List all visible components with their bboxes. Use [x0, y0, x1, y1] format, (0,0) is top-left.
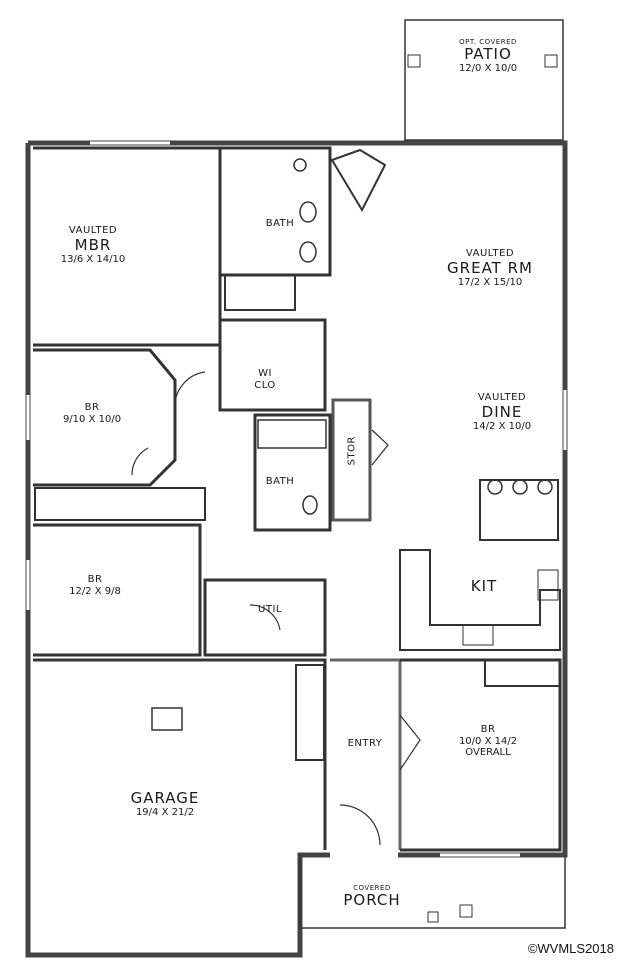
stool — [487, 479, 503, 495]
br3-wall — [33, 523, 202, 657]
bath2-wall — [253, 413, 332, 532]
br4-closet — [484, 659, 561, 687]
kitchen-counter — [399, 549, 561, 651]
door-swing — [131, 447, 149, 476]
stor-label: STOR — [346, 436, 358, 465]
stool — [537, 479, 553, 495]
bath1-wall — [220, 146, 332, 277]
entry-wall — [330, 658, 402, 850]
door-swing — [371, 429, 389, 466]
entry-name: ENTRY — [347, 738, 383, 749]
patio-post — [544, 54, 558, 68]
br4-wall — [400, 658, 562, 852]
mbr-label: VAULTED MBR 13/6 X 14/10 — [61, 225, 125, 265]
br4-dims: 10/0 X 14/2 — [458, 735, 518, 747]
garage-step — [295, 664, 325, 761]
stool — [512, 479, 528, 495]
sink — [299, 201, 317, 223]
garage-dims: 19/4 X 21/2 — [135, 807, 195, 819]
bath2-name: BATH — [265, 476, 295, 487]
br3-label: BR 12/2 X 9/8 — [69, 574, 121, 597]
great-rm-prefix: VAULTED — [465, 248, 515, 259]
water-heater — [151, 707, 183, 731]
porch-name: PORCH — [343, 891, 401, 910]
door-swing — [339, 804, 381, 846]
util-label: UTIL — [258, 604, 282, 616]
tub — [257, 419, 327, 449]
patio-label: OPT. COVERED PATIO 12/0 X 10/0 — [459, 38, 517, 75]
great-rm-dims: 17/2 X 15/10 — [457, 276, 523, 288]
util-wall — [203, 578, 327, 657]
mbr-name: MBR — [74, 235, 112, 254]
bath2-label: BATH — [266, 476, 295, 488]
mbr-wall — [33, 146, 222, 347]
entry-label: ENTRY — [348, 738, 383, 750]
patio-outline — [404, 19, 564, 141]
bath1-label: BATH — [266, 218, 295, 230]
kit-label: KIT — [470, 577, 498, 595]
patio-post — [407, 54, 421, 68]
br2-wall — [33, 348, 177, 487]
clo-name: CLO — [254, 379, 276, 391]
toilet — [293, 158, 307, 172]
br2-name: BR — [84, 402, 100, 413]
br2-dims: 9/10 X 10/0 — [62, 413, 122, 425]
door-swing — [399, 714, 421, 771]
stor-wall — [331, 398, 372, 522]
porch-note: COVERED — [353, 884, 391, 892]
kit-name: KIT — [470, 577, 498, 595]
porch-post — [427, 911, 439, 923]
porch-outline — [299, 855, 566, 929]
sink-kitchen — [537, 569, 559, 601]
wi-clo-label: WI CLO — [254, 368, 276, 391]
stor-name: STOR — [346, 436, 358, 466]
great-rm-name: GREAT RM — [447, 258, 533, 277]
br2-label: BR 9/10 X 10/0 — [63, 402, 121, 425]
dine-dims: 14/2 X 10/0 — [472, 420, 532, 432]
porch-post — [459, 904, 473, 918]
garage-name: GARAGE — [130, 789, 200, 807]
patio-name: PATIO — [464, 45, 512, 64]
patio-note: OPT. COVERED — [459, 38, 517, 46]
util-name: UTIL — [258, 604, 282, 615]
br3-dims: 12/2 X 9/8 — [69, 585, 121, 597]
garage-label: GARAGE 19/4 X 21/2 — [130, 789, 200, 819]
br4-note: OVERALL — [465, 747, 511, 758]
door-swing — [174, 371, 206, 411]
wi-name: WI — [258, 368, 272, 379]
fireplace — [330, 148, 387, 213]
bath1-name: BATH — [265, 218, 295, 229]
range — [462, 624, 494, 646]
mbr-dims: 13/6 X 14/10 — [60, 253, 126, 265]
patio-dims: 12/0 X 10/0 — [458, 63, 518, 75]
copyright-text: ©WVMLS2018 — [527, 941, 614, 956]
dine-label: VAULTED DINE 14/2 X 10/0 — [473, 392, 531, 432]
closet-shelf — [34, 487, 206, 521]
sink — [299, 241, 317, 263]
sink — [302, 495, 318, 515]
great-rm-label: VAULTED GREAT RM 17/2 X 15/10 — [447, 248, 533, 288]
garage-wall — [33, 658, 327, 850]
closet-wall — [218, 318, 327, 412]
porch-label: COVERED PORCH — [343, 884, 400, 909]
mbr-prefix: VAULTED — [68, 225, 118, 236]
shower — [224, 274, 296, 311]
dine-name: DINE — [481, 402, 523, 421]
door-swing — [249, 604, 281, 631]
island — [479, 479, 559, 541]
br4-name: BR — [480, 724, 496, 735]
br4-label: BR 10/0 X 14/2 OVERALL — [459, 724, 517, 759]
br3-name: BR — [87, 574, 103, 585]
dine-prefix: VAULTED — [477, 392, 527, 403]
